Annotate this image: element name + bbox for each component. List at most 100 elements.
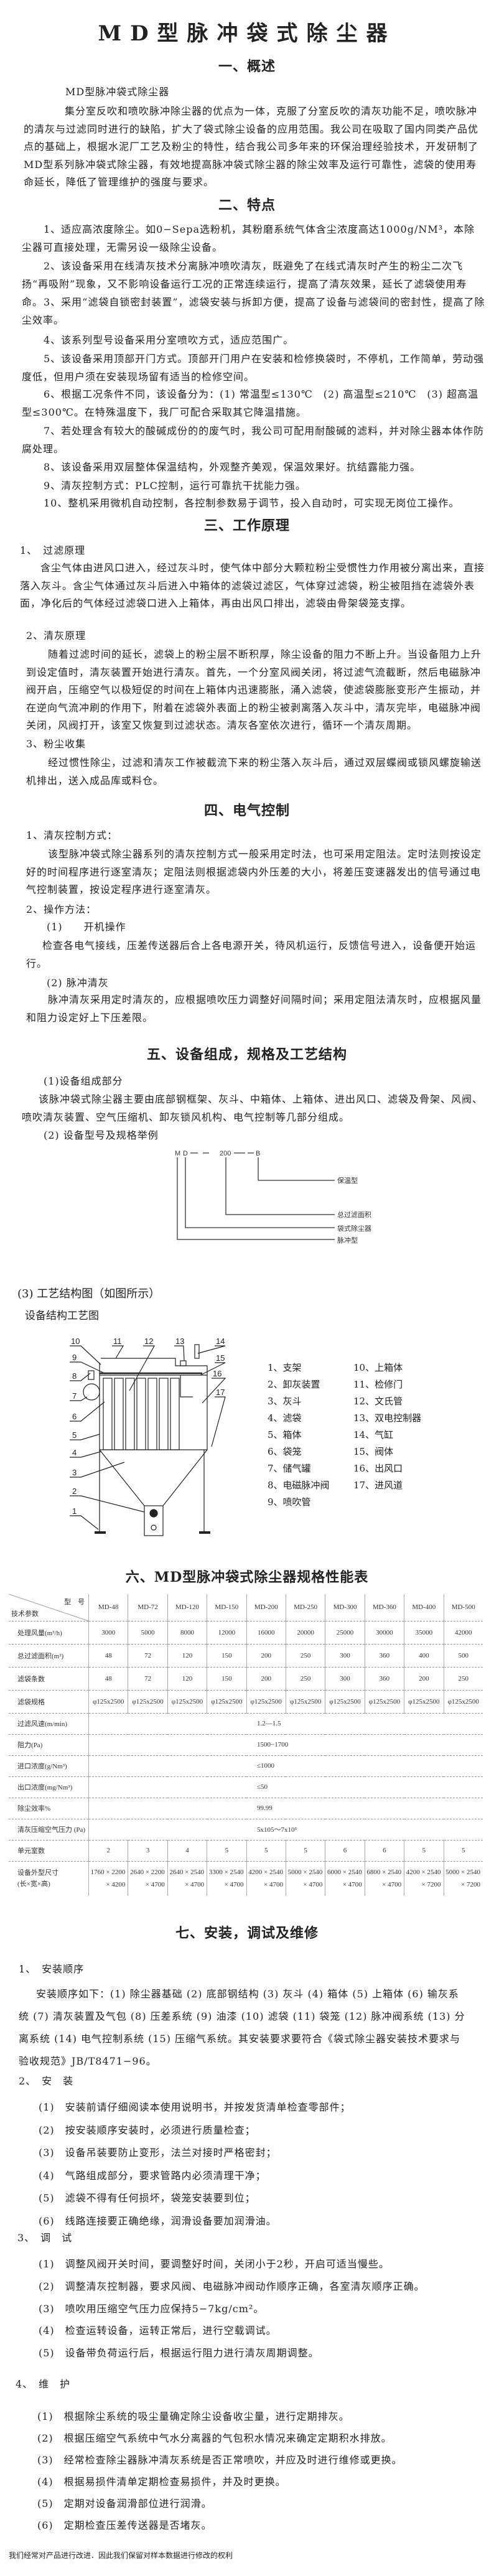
dimension-line1: 2640 × 2200	[130, 1869, 165, 1877]
dimension-cell: 4200 × 2540 × 7200	[404, 1860, 444, 1896]
subheading-cleaning: 2、清灰原理	[26, 630, 86, 642]
table-row: 出口浓度(mg/Nm³)≤50	[9, 1776, 483, 1798]
maintenance-item: (2) 根据压缩空气系统中气水分离器的气包积水情况来确定定期积水排放。	[37, 2432, 392, 2444]
row-label: 除尘效率%	[9, 1797, 89, 1819]
table-cell: 5	[404, 1839, 444, 1861]
legend-item: 9、喷吹管	[268, 1496, 311, 1508]
debug-item: (1) 调整风阀开关时间，要调整好时间，关闭小于2秒，开启可适当慢些。	[39, 2258, 389, 2270]
callout-4: 4	[72, 1448, 77, 1457]
callout-6: 6	[72, 1412, 77, 1421]
code-label-filter-area: 总过滤面积	[337, 1210, 371, 1219]
table-cell: 300	[325, 1666, 365, 1690]
callout-12: 12	[144, 1337, 153, 1346]
table-cell: 72	[128, 1643, 168, 1667]
maintenance-item: (4) 根据易损件清单定期检查易损件，并及时更换。	[37, 2476, 286, 2488]
table-cell: 3000	[88, 1620, 128, 1644]
callout-10: 10	[71, 1337, 80, 1346]
cleaning-paragraph: 随着过滤时间的延长，滤袋上的粉尘层不断积厚，除尘设备的阻力不断上升。当设备阻力上…	[26, 648, 482, 731]
table-cell: 25000	[325, 1620, 365, 1644]
subheading-model-example: (2) 设备型号及规格举例	[44, 1129, 159, 1141]
table-row: 清灰压缩空气压力 (Pa)5x105～7x10⁵	[9, 1818, 483, 1840]
debug-item: (5) 设备带负荷运行后，根据运行阻力进行清灰周期调整。	[39, 2347, 319, 2359]
dimension-line2: × 4700	[263, 1881, 283, 1889]
dimension-line2: × 7200	[421, 1881, 441, 1889]
subheading-pulse-cleaning: (2) 脉冲清灰	[47, 977, 109, 989]
row-label: 单元室数	[9, 1839, 89, 1861]
maintenance-item: (3) 经常检查除尘器脉冲清灰系统是否正常喷吹，并应及时进行维修或更换。	[37, 2454, 403, 2466]
subheading-dust-collection: 3、粉尘收集	[26, 738, 86, 750]
subheading-debug: 3、 调 试	[17, 2232, 73, 2244]
spanning-value: 1.2—1.5	[88, 1712, 483, 1734]
install-item: (2) 按安装顺序安装时，必须进行质量检查；	[39, 2124, 256, 2136]
dimension-line1: 5000 × 2540	[287, 1869, 323, 1877]
legend-item: 8、电磁脉冲阀	[268, 1480, 330, 1491]
table-cell: 72	[128, 1666, 168, 1690]
dimension-cell: 4200 × 2540 × 4700	[246, 1860, 286, 1896]
legend-item: 5、箱体	[268, 1429, 302, 1440]
figure-title: 设备结构工艺图	[25, 1310, 99, 1322]
table-cell: φ125x2500	[128, 1689, 168, 1713]
callout-8: 8	[72, 1371, 77, 1381]
legend-column-2: 10、上箱体 11、检修门 12、文氏管 13、双电控制器 14、气缸 15、阀…	[353, 1360, 421, 1494]
overview-paragraph: 集分室反吹和喷吹脉冲除尘器的优点为一体，克服了分室反吹的清灰功能不足，喷吹脉冲的…	[24, 105, 479, 188]
dims-label-line2: (长×宽×高)	[17, 1880, 50, 1888]
debug-item: (3) 喷吹用压缩空气压力应保持5−7kg/cm²。	[39, 2302, 264, 2315]
section-heading-principle: 三、工作原理	[203, 518, 290, 534]
table-cell: 5000	[128, 1620, 168, 1644]
table-cell: 35000	[404, 1620, 444, 1644]
feature-item: 9、清灰控制方式：PLC控制，运行可靠抗干扰能力强。	[44, 480, 306, 492]
feature-item: 3、采用“滤袋自锁密封装置”，滤袋安装与拆卸方便，提高了设备与滤袋间的密封性，提…	[22, 296, 485, 326]
feature-item: 8、该设备采用双层整体保温结构，外观整齐美观，保温效果好。抗结露能力强。	[44, 461, 421, 473]
document-title: MD型脉冲袋式除尘器	[98, 21, 396, 46]
dimension-line2: × 4700	[382, 1881, 402, 1889]
legend-item: 1、支架	[268, 1362, 302, 1373]
table-cell: φ125x2500	[325, 1689, 365, 1713]
table-row: 阻力(Pa)1500−1700	[9, 1734, 483, 1755]
row-label: 总过滤面积(m²)	[9, 1643, 89, 1667]
table-cell: 5	[207, 1839, 247, 1861]
callout-7: 7	[72, 1391, 77, 1401]
dimension-line1: 4200 × 2540	[248, 1869, 283, 1877]
spanning-value: 1500−1700	[88, 1734, 483, 1755]
spanning-value: ≤1000	[88, 1755, 483, 1776]
callout-3: 3	[72, 1468, 77, 1477]
dimension-line2: × 7200	[461, 1881, 480, 1889]
subheading-control-mode: 1、清灰控制方式：	[26, 829, 118, 841]
section-heading-overview: 一、概述	[218, 58, 276, 75]
code-letter-d: D	[183, 1150, 188, 1157]
dimension-line1: 3300 × 2540	[208, 1869, 244, 1877]
table-cell: φ125x2500	[404, 1689, 444, 1713]
table-cell: 42000	[443, 1620, 483, 1644]
dimension-line2: × 4700	[342, 1881, 362, 1889]
table-cell: φ125x2500	[246, 1689, 286, 1713]
table-cell: 360	[364, 1643, 404, 1667]
dimension-line1: 4200 × 2540	[406, 1869, 441, 1877]
subheading-startup: (1) 开机操作	[47, 921, 126, 933]
table-row: 进口浓度(g/Nm³)≤1000	[9, 1755, 483, 1776]
install-item: (1) 安装前请仔细阅读本使用说明书，并按发货清单检查零部件；	[39, 2101, 351, 2113]
filtering-paragraph: 含尘气体由进风口进入，经过灰斗时，使气体中部分大颗粒粉尘受惯性力作用被分离出来，…	[20, 562, 485, 609]
table-cell: 360	[364, 1666, 404, 1690]
dimension-line2: × 4200	[106, 1881, 126, 1889]
feature-item: 7、若处理含有较大的酸碱成份的的废气时，我公司可配用耐酸碱的滤料，并对除尘器本体…	[22, 425, 485, 455]
debug-list: (1) 调整风阀开关时间，要调整好时间，关闭小于2秒，开启可适当慢些。 (2) …	[39, 2253, 425, 2364]
model-header-cell: MD-400	[404, 1594, 444, 1621]
filter-bags	[103, 1378, 180, 1450]
legend-item: 17、进风道	[353, 1480, 403, 1491]
table-cell: 300	[325, 1643, 365, 1667]
table-cell: φ125x2500	[285, 1689, 325, 1713]
table-cell: 120	[167, 1643, 207, 1667]
maintenance-item: (5) 定期对设备润滑部位进行润滑。	[37, 2498, 212, 2509]
legend-item: 12、文氏管	[353, 1396, 403, 1407]
section-heading-features: 二、特点	[218, 197, 276, 213]
code-letter-m: M	[175, 1150, 180, 1157]
row-label: 处理风量(m³/h)	[9, 1620, 89, 1644]
table-cell: 3	[128, 1839, 168, 1861]
subheading-filtering: 1、 过滤原理	[20, 544, 86, 556]
maintenance-list: (1) 根据除尘系统的吸尘量确定除尘设备收尘量，进行定期排灰。 (2) 根据压缩…	[37, 2406, 403, 2536]
dimension-cell: 6800 × 2540× 4700	[364, 1860, 404, 1896]
equipment-structure-diagram: 10 11 12 13 14 15 16 17 9 8 7 6 5 4 3 2 …	[70, 1337, 226, 1536]
dust-collection-paragraph: 经过惯性除尘，过滤和清灰工作被截流下来的粉尘落入灰斗后，通过双层蝶阀或锁风螺旋输…	[26, 757, 482, 786]
